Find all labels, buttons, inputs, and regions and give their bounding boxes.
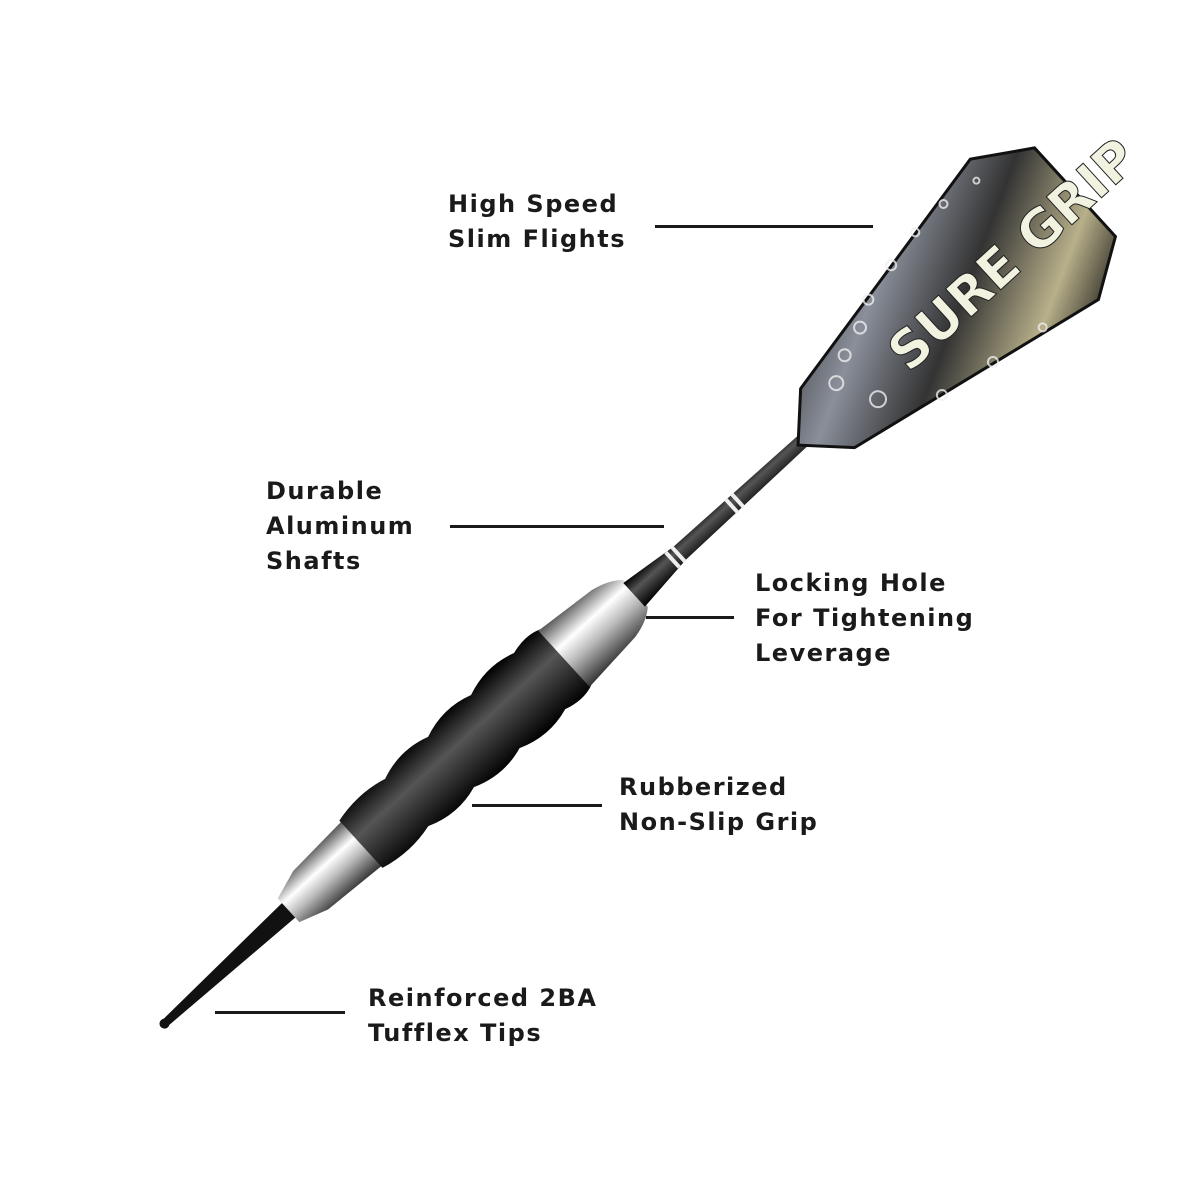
callout-text: Reinforced 2BA: [368, 984, 598, 1012]
callout-flights: High Speed Slim Flights: [448, 187, 626, 257]
callout-locking-hole: Locking Hole For Tightening Leverage: [755, 566, 974, 671]
callout-text: Aluminum: [266, 512, 415, 540]
callout-text: Tufflex Tips: [368, 1019, 543, 1047]
callout-text: Shafts: [266, 547, 362, 575]
leader-line-tips: [215, 1011, 345, 1014]
flight: [796, 146, 1118, 450]
callout-grip: Rubberized Non-Slip Grip: [619, 770, 818, 840]
leader-line-flights: [655, 225, 873, 228]
leader-line-shafts: [450, 525, 664, 528]
callout-text: Locking Hole: [755, 569, 947, 597]
barrel-front-ring: [277, 820, 383, 923]
callout-text: Leverage: [755, 639, 892, 667]
tip: [160, 899, 299, 1028]
callout-tips: Reinforced 2BA Tufflex Tips: [368, 981, 597, 1051]
callout-text: For Tightening: [755, 604, 975, 632]
callout-text: High Speed: [448, 190, 619, 218]
barrel-rear-ring: [538, 580, 648, 687]
callout-shafts: Durable Aluminum Shafts: [266, 474, 414, 579]
leader-line-grip: [472, 804, 602, 807]
leader-line-locking-hole: [646, 616, 734, 619]
callout-text: Durable: [266, 477, 384, 505]
grip: [339, 629, 592, 868]
callout-text: Slim Flights: [448, 225, 626, 253]
callout-text: Non-Slip Grip: [619, 808, 819, 836]
callout-text: Rubberized: [619, 773, 788, 801]
